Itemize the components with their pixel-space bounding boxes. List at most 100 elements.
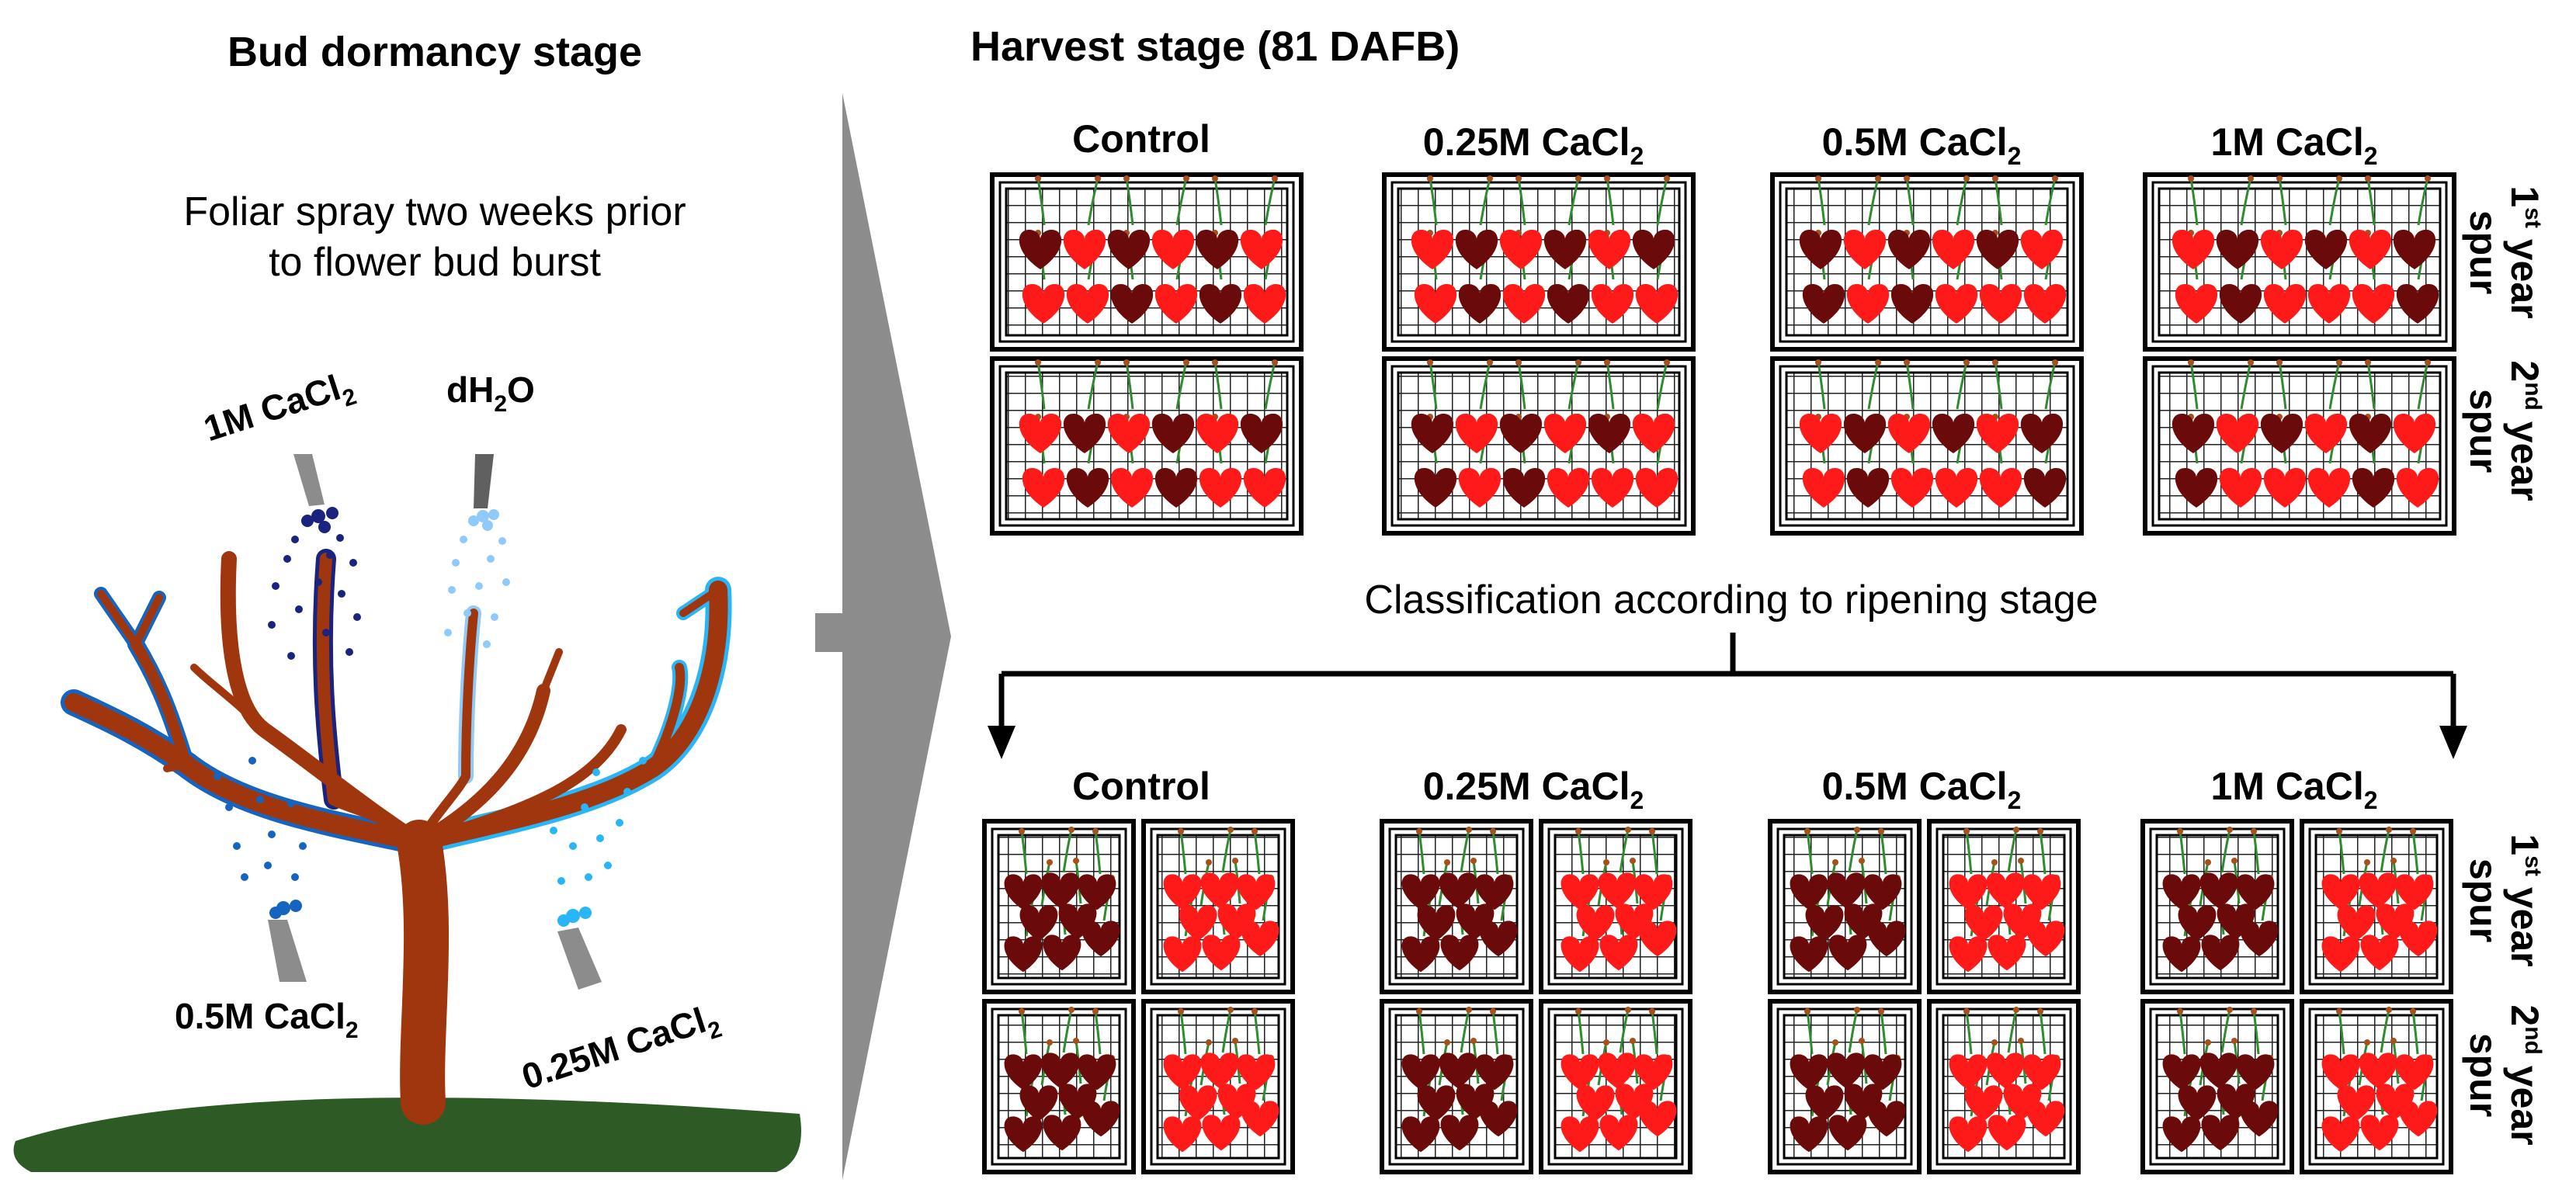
cherry-stem	[2278, 362, 2287, 410]
cherry-stem	[1087, 178, 1099, 226]
stem-tip	[2365, 359, 2371, 366]
stem-tip	[1991, 859, 1998, 865]
cherry	[1547, 467, 1590, 508]
cherry-stem	[1567, 178, 1580, 226]
cherry	[1199, 283, 1242, 324]
stem-tip	[1649, 828, 1655, 834]
cherry	[1196, 229, 1239, 269]
cherry	[1790, 936, 1828, 973]
droplet	[256, 796, 264, 803]
bottom-crates	[982, 819, 2453, 1174]
cherry	[1843, 229, 1887, 269]
droplet	[498, 537, 506, 545]
cherry	[1827, 872, 1866, 909]
stem-tip	[1963, 828, 1970, 834]
cherry	[2175, 283, 2218, 324]
spray-nozzle-0-25m	[557, 928, 602, 990]
cherry-stem	[1867, 178, 1880, 226]
cherry	[1163, 874, 1202, 910]
stem-tip	[1272, 175, 1278, 182]
stem-tip	[1178, 1008, 1184, 1014]
spray-label-1m-sub: 2	[339, 383, 359, 412]
droplet	[336, 534, 344, 542]
cherry	[1846, 467, 1890, 508]
droplet	[550, 827, 557, 834]
top-crate-2-1	[1770, 356, 2084, 536]
cherry	[1019, 413, 1062, 453]
cherry	[1081, 921, 1120, 957]
bottom-crate-2-1-red	[1927, 999, 2081, 1174]
stem-tip	[1123, 175, 1130, 182]
spray-label-1m: 1M CaCl2	[199, 367, 359, 449]
cherry	[2321, 874, 2360, 910]
stem-tip	[2205, 859, 2211, 865]
droplet	[460, 536, 467, 543]
cherry	[2352, 467, 2395, 508]
cherry-stem	[1567, 362, 1580, 410]
cherry	[2395, 1054, 2434, 1091]
cherry	[1401, 1116, 1440, 1153]
cherry	[1805, 905, 1844, 942]
cherry	[2199, 1053, 2238, 1089]
top-crate-0-1	[990, 356, 1304, 536]
stem-tip	[1232, 858, 1238, 864]
cherry-stem	[1606, 178, 1615, 226]
cherry-stem	[1905, 178, 1915, 226]
droplet	[283, 555, 291, 563]
droplet	[585, 873, 592, 881]
stem-tip	[2364, 1039, 2370, 1046]
stem-tip	[2205, 1039, 2211, 1046]
stem-tip	[1832, 1039, 1838, 1046]
cherry	[1154, 467, 1198, 508]
cherry	[2396, 467, 2439, 508]
cherry	[1004, 1054, 1043, 1091]
cherry	[1802, 283, 1845, 324]
cherry	[1988, 1115, 2026, 1151]
cherry	[2304, 413, 2348, 453]
cherry-stem	[1429, 178, 1438, 226]
droplet	[349, 559, 357, 567]
spray-label-0-25m-sub: 2	[705, 1016, 725, 1045]
stem-tip	[1427, 175, 1433, 182]
cherry	[2321, 1116, 2360, 1153]
cherry	[1240, 413, 1283, 453]
droplet	[318, 521, 331, 533]
stem-tip	[2251, 1008, 2257, 1014]
cherry	[1935, 283, 1978, 324]
stem-tip	[1815, 175, 1821, 182]
cherry	[1949, 874, 1988, 910]
cherry	[1638, 1101, 1677, 1137]
bottom-crate-3-0-red	[2300, 819, 2453, 994]
stem-tip	[1603, 1039, 1609, 1046]
stem-tip	[1630, 858, 1636, 864]
stem-tip	[1470, 858, 1477, 864]
bottom-row-label-1st-spur: spur	[2462, 858, 2505, 942]
cherry	[1576, 905, 1615, 942]
cherry-stem	[1905, 362, 1915, 410]
cherry	[1107, 229, 1151, 269]
svg-text:spur: spur	[2462, 1033, 2505, 1117]
stem-tip	[2336, 175, 2342, 182]
stem-tip	[1252, 1008, 1258, 1014]
cherry-stem	[2417, 178, 2429, 226]
cherry	[1458, 467, 1502, 508]
droplet	[287, 652, 295, 660]
cherry	[1063, 229, 1106, 269]
droplet	[301, 515, 314, 527]
stem-tip	[2188, 175, 2194, 182]
cherry	[2349, 413, 2392, 453]
stem-tip	[2013, 1007, 2019, 1013]
droplet	[616, 819, 623, 827]
cherry	[1107, 413, 1151, 453]
cherry	[1022, 283, 1065, 324]
stem-tip	[2276, 359, 2283, 366]
svg-text:spur: spur	[2462, 389, 2505, 473]
bracket-arrowhead-right	[2439, 726, 2467, 759]
stem-tip	[1092, 828, 1099, 834]
spray-label-0-5m: 0.5M CaCl2	[175, 996, 359, 1043]
droplet	[338, 590, 345, 598]
droplet	[557, 877, 565, 885]
cherry	[2395, 874, 2434, 910]
spray-nozzle-1m	[293, 454, 325, 506]
